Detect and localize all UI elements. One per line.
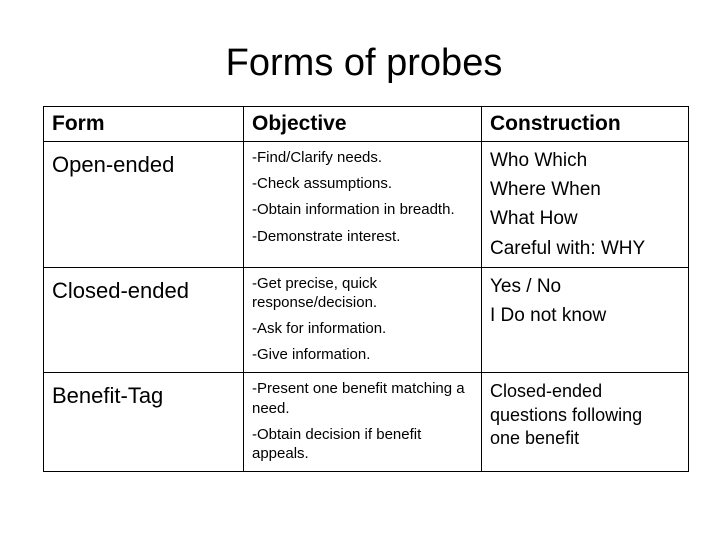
- row-form-open-ended: Open-ended: [43, 141, 244, 268]
- table-row: Closed-ended -Get precise, quick respons…: [43, 266, 689, 374]
- row-construction-benefit-tag: Closed-ended questions following one ben…: [481, 372, 689, 473]
- construction-list: Who Which Where When What How Careful wi…: [482, 142, 688, 267]
- table-header-cell-form: Form: [43, 106, 244, 142]
- objective-line: -Obtain information in breadth.: [252, 201, 455, 219]
- objective-line: -Check assumptions.: [252, 175, 393, 193]
- row-form-benefit-tag: Benefit-Tag: [43, 372, 244, 473]
- probes-table-container: Form Objective Construction Open-ended: [43, 106, 689, 473]
- objective-line: -Obtain decision if benefit appeals.: [252, 425, 422, 462]
- row-form-closed-ended: Closed-ended: [43, 266, 244, 374]
- form-label: Benefit-Tag: [52, 383, 164, 409]
- construction-list: Yes / No I Do not know: [482, 268, 688, 334]
- objective-line: -Give information.: [252, 346, 371, 364]
- row-objective-open-ended: -Find/Clarify needs. -Check assumptions.…: [243, 141, 482, 268]
- row-objective-benefit-tag: -Present one benefit matching a need. -O…: [243, 372, 482, 473]
- form-label: Open-ended: [52, 152, 175, 177]
- construction-line: questions following: [490, 404, 643, 425]
- row-objective-closed-ended: -Get precise, quick response/decision. -…: [243, 266, 482, 374]
- construction-line: Yes / No: [490, 275, 562, 297]
- construction-line: I Do not know: [490, 304, 607, 326]
- objective-line: -Present one benefit matching a need.: [252, 380, 465, 417]
- objective-list: -Find/Clarify needs. -Check assumptions.…: [244, 142, 481, 254]
- table-row: Benefit-Tag -Present one benefit matchin…: [43, 372, 689, 473]
- form-label: Closed-ended: [52, 277, 189, 303]
- row-construction-open-ended: Who Which Where When What How Careful wi…: [481, 141, 689, 268]
- table-header-cell-construction: Construction: [481, 106, 689, 142]
- objective-list: -Present one benefit matching a need. -O…: [244, 373, 481, 471]
- table-header-row: Form Objective Construction: [43, 106, 689, 142]
- row-construction-closed-ended: Yes / No I Do not know: [481, 266, 689, 374]
- objective-line: -Demonstrate interest.: [252, 227, 401, 245]
- header-label-construction: Construction: [490, 112, 621, 135]
- construction-line: What How: [490, 208, 578, 230]
- header-label-objective: Objective: [252, 112, 347, 135]
- construction-line: Careful with: WHY: [490, 237, 646, 259]
- table-header-cell-objective: Objective: [243, 106, 482, 142]
- probes-table: Form Objective Construction Open-ended: [43, 106, 689, 473]
- page-title: Forms of probes: [225, 42, 503, 84]
- construction-line: Closed-ended: [490, 381, 603, 402]
- construction-line: one benefit: [490, 428, 580, 449]
- objective-list: -Get precise, quick response/decision. -…: [244, 268, 481, 373]
- objective-line: -Get precise, quick response/decision.: [252, 274, 378, 311]
- header-label-form: Form: [52, 112, 105, 135]
- construction-list: Closed-ended questions following one ben…: [482, 373, 688, 456]
- construction-line: Who Which: [490, 150, 588, 171]
- objective-line: -Find/Clarify needs.: [252, 149, 383, 166]
- table-row: Open-ended -Find/Clarify needs. -Check a…: [43, 141, 689, 268]
- construction-line: Where When: [490, 179, 601, 201]
- objective-line: -Ask for information.: [252, 320, 387, 338]
